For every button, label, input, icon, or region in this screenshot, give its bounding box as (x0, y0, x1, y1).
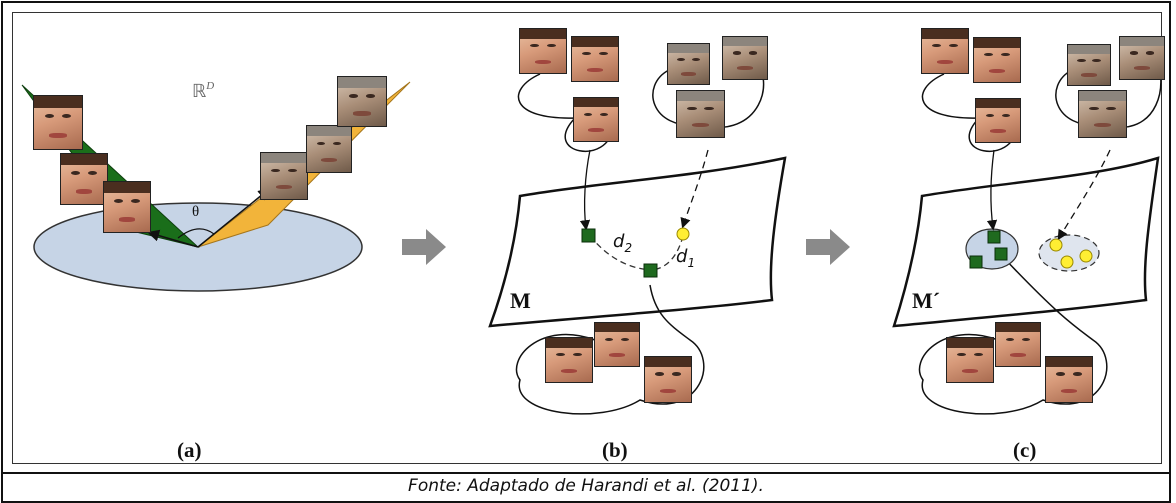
face-thumbnail-female (946, 337, 994, 383)
panel-c: M´ (892, 55, 1162, 415)
face-thumbnail-male (337, 76, 387, 127)
yellow-point (1049, 238, 1063, 252)
manifold-surface (892, 156, 1160, 328)
figure-caption: Fonte: Adaptado de Harandi et al. (2011)… (1, 474, 1171, 503)
face-thumbnail-female (975, 98, 1021, 143)
face-thumbnail-male (1119, 36, 1165, 80)
panel-label-a: (a) (177, 438, 202, 462)
green-vector (147, 229, 199, 248)
manifold-surface (488, 156, 787, 328)
face-thumbnail-female (973, 37, 1021, 83)
yellow-point (1079, 249, 1093, 263)
face-thumbnail-female (33, 95, 83, 150)
face-thumbnail-male (306, 125, 352, 173)
yellow-point (1060, 255, 1074, 269)
face-thumbnail-female (644, 356, 692, 403)
manifold-label: M´ (912, 288, 940, 313)
transition-arrow-1 (402, 229, 446, 265)
projection-arrow-yellow (1057, 149, 1111, 241)
face-thumbnail-male (667, 43, 710, 85)
projection-arrow-green (579, 149, 591, 231)
green-point (643, 263, 658, 278)
figure-border (1, 1, 1171, 474)
face-thumbnail-male (1067, 44, 1111, 86)
cluster-loop-bottom (515, 284, 705, 415)
face-thumbnail-male (676, 90, 725, 138)
green-point (994, 247, 1008, 261)
face-thumbnail-female (519, 28, 567, 74)
face-thumbnail-female (995, 322, 1041, 367)
face-thumbnail-female (60, 153, 108, 205)
angle-label: θ (192, 204, 199, 220)
face-thumbnail-female (545, 337, 593, 383)
face-thumbnail-female (921, 28, 969, 74)
panel-b: d2 d1 M (488, 55, 787, 415)
face-thumbnail-female (571, 36, 619, 82)
cluster-loop-bottom (918, 256, 1108, 415)
green-point (987, 230, 1001, 244)
face-thumbnail-female (573, 97, 619, 142)
space-label: ℝD (192, 80, 214, 101)
angle-arc (177, 228, 215, 239)
d1-label: d1 (676, 246, 695, 270)
projection-arrow-yellow (680, 149, 709, 229)
transition-arrow-2 (806, 229, 850, 265)
orange-vector (197, 188, 271, 248)
inner-border (12, 12, 1162, 464)
face-thumbnail-female (1045, 356, 1093, 403)
manifold-label: M (510, 288, 531, 313)
green-point (581, 228, 596, 243)
projection-arrow-green (986, 149, 998, 231)
face-thumbnail-female (594, 322, 640, 367)
panel-label-b: (b) (602, 438, 628, 462)
panel-label-c: (c) (1013, 438, 1037, 462)
face-thumbnail-male (260, 152, 308, 200)
face-thumbnail-male (1078, 90, 1127, 138)
green-point (969, 255, 983, 269)
yellow-point (676, 227, 690, 241)
face-thumbnail-male (722, 36, 768, 80)
d2-label: d2 (613, 231, 632, 255)
face-thumbnail-female (103, 181, 151, 233)
